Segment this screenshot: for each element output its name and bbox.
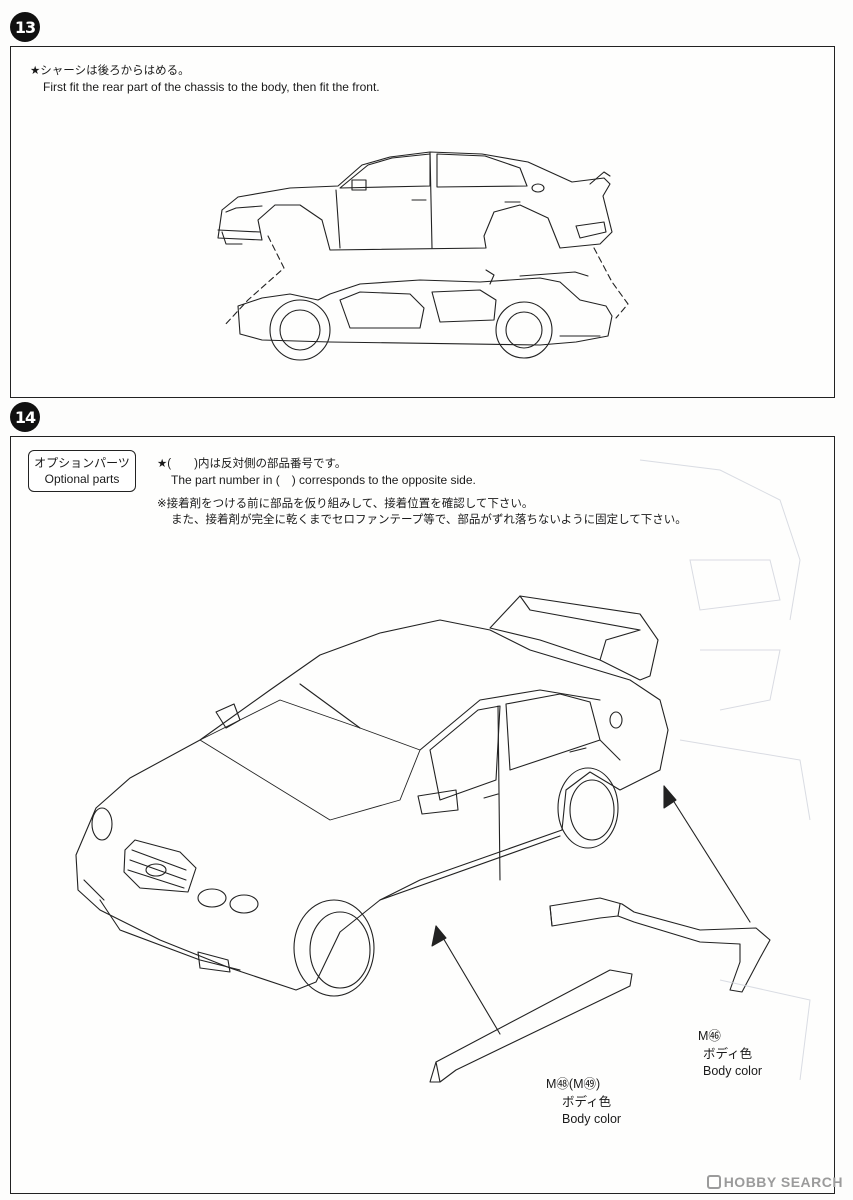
hobby-search-logo-icon (706, 1175, 721, 1189)
part-m48-color-jp: ボディ色 (562, 1095, 612, 1109)
step-14-note1-en: The part number in ( ) corresponds to th… (171, 473, 476, 487)
step-13-panel (10, 46, 835, 398)
part-m46-color-jp: ボディ色 (703, 1047, 753, 1061)
part-m46-color-en: Body color (703, 1064, 763, 1078)
step-14-note3-jp: また、接着剤が完全に乾くまでセロファンテープ等で、部品がずれ落ちないように固定し… (171, 514, 687, 526)
part-m48-code: M㊽(M㊾) (546, 1077, 601, 1091)
bleed-through-decoration (639, 459, 811, 1081)
optional-parts-label-jp: オプションパーツ (34, 456, 130, 470)
watermark: HOBBY SEARCH (706, 1174, 843, 1190)
optional-parts-badge: オプションパーツ Optional parts (28, 450, 136, 492)
car-body-side-view (217, 151, 613, 251)
step-14-note2-jp: ※接着剤をつける前に部品を仮り組みして、接着位置を確認して下さい。 (157, 498, 534, 510)
guide-dashed-front (223, 235, 285, 327)
guide-dashed-rear (593, 247, 629, 319)
side-skirt-part-m48 (429, 969, 633, 1083)
car-body-three-quarter-view (75, 619, 669, 997)
step-13-number: 13 (10, 12, 40, 42)
part-m48-color-en: Body color (562, 1112, 622, 1126)
step-14-number: 14 (10, 402, 40, 432)
watermark-text: HOBBY SEARCH (723, 1174, 843, 1190)
optional-parts-label-en: Optional parts (44, 472, 120, 486)
arrow-side-skirt-to-car (431, 925, 501, 1035)
part-m46-code: M㊻ (698, 1029, 721, 1043)
chassis-side-view (237, 269, 613, 361)
step-13-note-jp: ★シャーシは後ろからはめる。 (30, 65, 190, 77)
step-14-note1-jp: ★( )内は反対側の部品番号です。 (157, 458, 347, 470)
arrow-spoiler-to-car (663, 785, 751, 923)
step-14-panel (10, 436, 835, 1194)
rear-wing-on-car (489, 595, 659, 681)
step-13-note-en: First fit the rear part of the chassis t… (43, 80, 380, 94)
rear-spoiler-part-m46 (549, 897, 771, 993)
